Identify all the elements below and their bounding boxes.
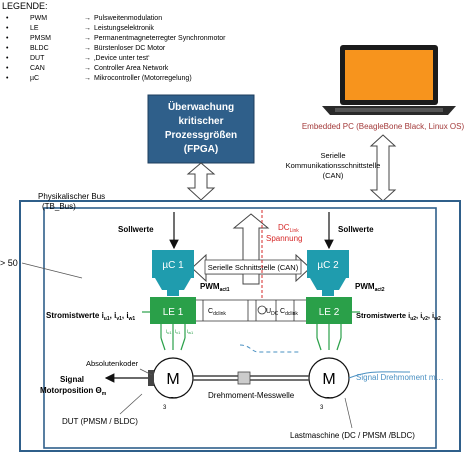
phase-label-u1: iu1 xyxy=(166,329,172,335)
load-label: Lastmaschine (DC / PMSM /BLDC) xyxy=(290,431,415,440)
cdclink-left: Cdclink xyxy=(208,308,226,317)
legend-bullet: • xyxy=(6,75,9,82)
legend-bullet: • xyxy=(6,35,9,42)
motor-load: M ~ 3 xyxy=(308,357,350,411)
svg-text:~: ~ xyxy=(326,393,332,404)
stromistwerte-right: Stromistwerte iu2, iv2, iw2 xyxy=(356,311,441,322)
dut-pointer xyxy=(119,393,143,415)
legend-desc: Controller Area Network xyxy=(94,65,169,72)
legend-desc: Pulsweitenmodulation xyxy=(94,15,162,22)
laptop-icon xyxy=(322,45,456,115)
le2-block: LE 2 xyxy=(306,297,352,324)
dclink-label-2: Spannung xyxy=(266,234,302,243)
signal-position-line-1: Signal xyxy=(60,375,84,384)
can-link-line-1: Serielle xyxy=(320,151,345,160)
svg-text:LE 1: LE 1 xyxy=(163,307,184,318)
legend-abbr: CAN xyxy=(30,65,45,72)
legend-abbr: PWM xyxy=(30,15,47,22)
legend-bullet: • xyxy=(6,45,9,52)
legend-desc: Leistungselektronik xyxy=(94,25,154,32)
phase-label-v1: iv1 xyxy=(175,329,181,335)
fpga-box: Überwachung kritischer Prozessgrößen (FP… xyxy=(147,94,255,164)
legend-abbr: LE xyxy=(30,25,39,32)
dclink-wiring xyxy=(196,299,306,322)
fpga-line-1: Überwachung xyxy=(168,100,234,113)
legend-title: LEGENDE: xyxy=(2,1,48,11)
legend-arrow: → xyxy=(84,35,91,42)
svg-text:3: 3 xyxy=(163,405,167,411)
left-marker-line xyxy=(21,262,83,279)
le1-block: LE 1 xyxy=(150,297,196,324)
serial-interface-label: Serielle Schnittstelle (CAN) xyxy=(208,263,299,272)
absolutenkoder-label: Absolutenkoder xyxy=(86,359,139,368)
mu-c1-block: µC 1 xyxy=(152,250,194,296)
udc-label: UDC xyxy=(266,308,279,317)
physical-bus-frame xyxy=(19,200,461,452)
can-link-line-2: Kommunikationsschnittstelle xyxy=(286,161,381,170)
encoder-block xyxy=(148,370,154,386)
legend-abbr: BLDC xyxy=(30,45,49,52)
fpga-line-2: kritischer xyxy=(178,116,223,127)
legend-arrow: → xyxy=(84,55,91,62)
legend-abbr: µC xyxy=(30,75,39,82)
legend-desc: Bürstenloser DC Motor xyxy=(94,45,166,52)
legend-arrow: → xyxy=(84,25,91,32)
legend-arrow: → xyxy=(84,15,91,22)
dut-label: DUT (PMSM / BLDC) xyxy=(62,417,138,426)
torque-shaft xyxy=(193,371,309,385)
cdclink-right: Cdclink xyxy=(280,308,298,317)
legend-desc: ‚Device unter test‘ xyxy=(94,55,150,62)
torque-signal-line xyxy=(348,371,411,379)
signal-position-line-2: Motorposition Θm xyxy=(40,386,107,397)
left-marker: > 50 xyxy=(0,258,18,268)
legend-abbr: DUT xyxy=(30,55,45,62)
phase-wires-left xyxy=(160,324,186,351)
stromistwerte-left: Stromistwerte iu1, iv1, iw1 xyxy=(46,311,135,322)
bus-sublabel: (TB_Bus) xyxy=(42,202,76,211)
svg-text:~: ~ xyxy=(170,393,176,404)
legend-bullet: • xyxy=(6,65,9,72)
legend-rows: •PWM→Pulsweitenmodulation•LE→Leistungsel… xyxy=(6,15,226,82)
legend: LEGENDE: •PWM→Pulsweitenmodulation•LE→Le… xyxy=(2,1,226,82)
shaft-label: Drehmoment-Messwelle xyxy=(208,391,295,400)
encoder-pointer xyxy=(139,368,153,376)
pwm1-label: PWMact1 xyxy=(200,282,230,293)
legend-arrow: → xyxy=(84,75,91,82)
dclink-label: DCLink xyxy=(278,223,299,234)
legend-arrow: → xyxy=(84,65,91,72)
svg-text:M: M xyxy=(322,371,335,388)
serial-interface-label-box xyxy=(204,259,302,275)
bus-label: Physikalischer Bus xyxy=(38,192,105,201)
legend-arrow: → xyxy=(84,45,91,52)
legend-desc: Mikrocontroller (Motorregelung) xyxy=(94,75,192,82)
sollwerte-right: Sollwerte xyxy=(338,225,374,234)
mu-c2-block: µC 2 xyxy=(307,250,349,296)
fpga-line-4: (FPGA) xyxy=(184,144,218,155)
motor-dut: M ~ 3 xyxy=(152,357,194,411)
torque-signal-dashed xyxy=(239,344,300,353)
load-pointer xyxy=(344,397,353,429)
phase-wires-right xyxy=(316,324,342,351)
legend-bullet: • xyxy=(6,55,9,62)
svg-text:LE 2: LE 2 xyxy=(319,307,340,318)
svg-text:µC 2: µC 2 xyxy=(317,260,339,271)
legend-desc: Permanentmagneterregter Synchronmotor xyxy=(94,35,226,42)
sollwerte-left: Sollwerte xyxy=(118,225,154,234)
svg-text:M: M xyxy=(166,371,179,388)
signal-torque-label: Signal Drehmoment m… xyxy=(356,373,444,382)
phase-label-w1: iw1 xyxy=(187,329,194,335)
legend-abbr: PMSM xyxy=(30,35,51,42)
pwm2-label: PWMact2 xyxy=(355,282,385,293)
fpga-line-3: Prozessgrößen xyxy=(165,130,237,141)
can-link-line-3: (CAN) xyxy=(323,171,344,180)
laptop-caption: Embedded PC (BeagleBone Black, Linux OS) xyxy=(302,122,465,131)
legend-bullet: • xyxy=(6,15,9,22)
svg-text:µC 1: µC 1 xyxy=(162,260,184,271)
svg-text:3: 3 xyxy=(320,405,324,411)
fpga-bus-double-arrow xyxy=(186,162,216,201)
legend-bullet: • xyxy=(6,25,9,32)
